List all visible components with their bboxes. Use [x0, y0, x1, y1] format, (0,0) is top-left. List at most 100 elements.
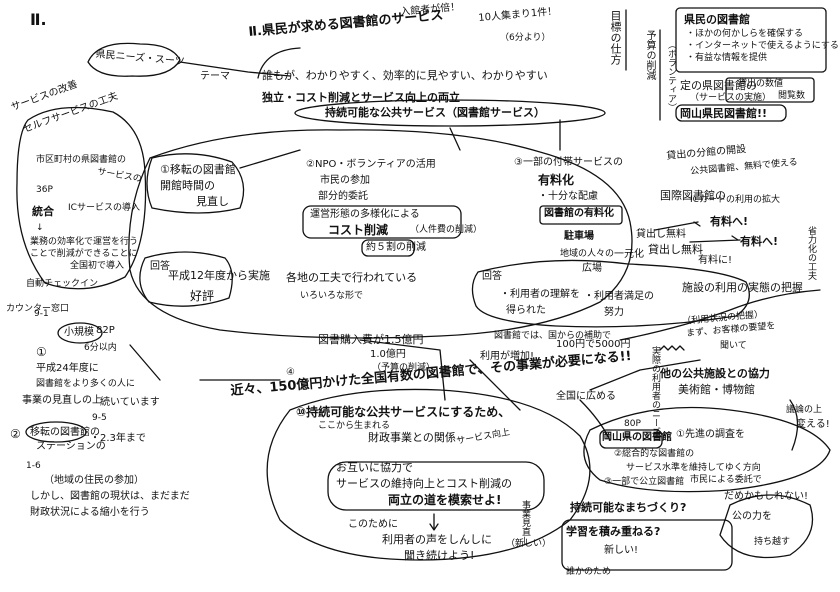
rb-r3: 議論の上 [786, 405, 823, 415]
rm-r6: 貸出し無料 [636, 229, 686, 240]
lv-c: カウンター窓口 [6, 304, 70, 314]
lb-l1: 市区町村の県図書館の [36, 155, 127, 165]
rb-r9: サービス水準を維持してゆく方向 [626, 463, 761, 473]
rb-small-box [599, 429, 663, 449]
theme-label: テーマ [200, 71, 230, 82]
lb-l8: ことで削減ができることに [30, 249, 138, 259]
node3-l10: 有料へ! [740, 235, 779, 248]
dash-right [659, 345, 685, 351]
bl-b16: （地域の住民の参加） [44, 475, 144, 486]
rv-4: 省力化の工夫 [806, 226, 816, 280]
node2-l1: ②NPO・ボランティアの活用 [306, 159, 436, 170]
bl-circle-2 [25, 421, 87, 443]
rb-r1: 他の公共施設との協力 [660, 367, 770, 380]
top-banner: 持続可能な公共サービス（図書館サービス） [325, 106, 545, 119]
rm-r4: ICカードの利用の拡大 [690, 195, 780, 205]
rv-2: 予算の削減 [644, 30, 655, 80]
bl-b15: ・2.3年まで [90, 433, 146, 444]
mb-m4: ・利用者の理解を [500, 289, 580, 300]
mb-m3: 回答 [482, 271, 502, 282]
node2-l4: 運営形態の多様化による [310, 209, 420, 220]
node2-box [302, 205, 462, 239]
rb-r17: 持ち越す [754, 537, 791, 547]
nbl-l1: 回答 [150, 261, 170, 272]
link-down-1 [359, 339, 446, 401]
bl-b9: 続いています [100, 397, 160, 408]
nbl-l2: 平成12年度から実施 [168, 269, 270, 282]
node3-l9: 貸出し無料 [648, 243, 703, 256]
rb-r16: 公の力を [732, 511, 772, 522]
inner-box [327, 461, 545, 511]
bl-b18: 財政状況による縮小を行う [30, 507, 150, 518]
arrow-down-center [429, 513, 439, 531]
node2-l5: コスト削減 [328, 223, 389, 237]
mb-m8: 施設の利用の実態の把握 [682, 281, 803, 294]
bl-b3: 小規模 [64, 327, 94, 338]
rb-r11: 市民による委託で [690, 475, 762, 485]
center-loop [128, 129, 633, 339]
bl-b5: 6分以内 [84, 343, 117, 353]
c-c11: お互いに協力で [336, 461, 413, 474]
bl-b11: 9-5 [92, 413, 107, 423]
c-c14: このために [348, 519, 398, 530]
link-right-to-oval [579, 399, 611, 441]
c-c15: 利用者の声をしんしに [382, 533, 492, 546]
node1-circle [146, 153, 245, 214]
trb-mid4: 閲覧数 [778, 91, 806, 101]
c-c2: 1.0億円 [370, 349, 406, 360]
rm-r3: 国際図書館の [660, 189, 726, 202]
rb-r14: 新しい! [604, 545, 639, 556]
rb-r15: だめかもしれない! [724, 491, 809, 502]
link-mid-arrow [654, 221, 741, 243]
mb-m6: 得られた [506, 305, 546, 316]
trb-mid2: （サービスの実施） [690, 93, 772, 103]
node3-box [539, 205, 623, 225]
lb-l10: 自動チェックイン [26, 279, 99, 289]
node2-l3: 部分的委託 [318, 191, 368, 202]
node3-l6: 地域の人々の [560, 249, 615, 259]
link-center-1 [239, 149, 301, 169]
rb-r4: 変える! [796, 419, 830, 430]
mb-m2: いろいろな形で [300, 291, 364, 301]
link-center-2 [449, 127, 461, 151]
bl-b10: ② [10, 427, 21, 441]
mb-m13: 100円で5000円 [556, 339, 631, 350]
link-right [589, 359, 701, 391]
bottom-right-curve [719, 494, 814, 559]
lb-l5: ICサービスの導入 [68, 203, 140, 213]
node2-small-box [361, 239, 415, 257]
top-line2: 独立・コスト削減とサービス向上の両立 [262, 91, 460, 104]
link-title [257, 47, 301, 79]
bubble-top-left [87, 42, 181, 77]
node1-l1: ①移転の図書館 [160, 163, 236, 176]
lb-l9: 全国初で導入 [70, 261, 125, 271]
bl-circle-1 [57, 322, 103, 344]
c-c6: ④ [286, 367, 295, 378]
bl-b17: しかし、図書館の現状は、まだまだ [30, 491, 190, 502]
mb-m1: 各地の工夫で行われている [286, 271, 418, 284]
rb-r10: ③一部で公立図書館 [604, 477, 685, 487]
link-theme [179, 61, 291, 77]
link-left-down [129, 344, 161, 381]
node3-l4: 図書館の有料化 [544, 208, 614, 219]
left-bubble [16, 106, 147, 290]
rb-r12: 持続可能なまちづくり? [570, 501, 687, 514]
c-c16: 聞き続けよう! [404, 549, 475, 562]
node3-l5: 駐車場 [564, 231, 594, 242]
trb-bottom: 岡山県民図書館!! [680, 107, 768, 120]
note-top3: （6分より） [500, 33, 551, 43]
bl-b7: 図書館をより多くの人に [36, 379, 135, 389]
rb-r2: 美術館・博物館 [678, 383, 755, 396]
rb-r6: 岡山県の図書館 [602, 432, 672, 443]
rm-r7: 有料に! [698, 255, 733, 266]
rb-oval [583, 406, 831, 493]
mid-capsule [471, 259, 750, 328]
bl-b12: 移転の図書館の [30, 427, 100, 438]
c-c7: ⑩持続可能な公共サービスにするため、 [296, 405, 511, 419]
trb-item-2: ・インターネットで使えるようにする [686, 41, 839, 51]
node3-l1: ③一部の付帯サービスの [514, 157, 623, 168]
nbl-l3: 好評 [190, 289, 215, 303]
link-down-2 [469, 359, 521, 411]
trb-mid3: 貸出の数値 [738, 79, 784, 89]
